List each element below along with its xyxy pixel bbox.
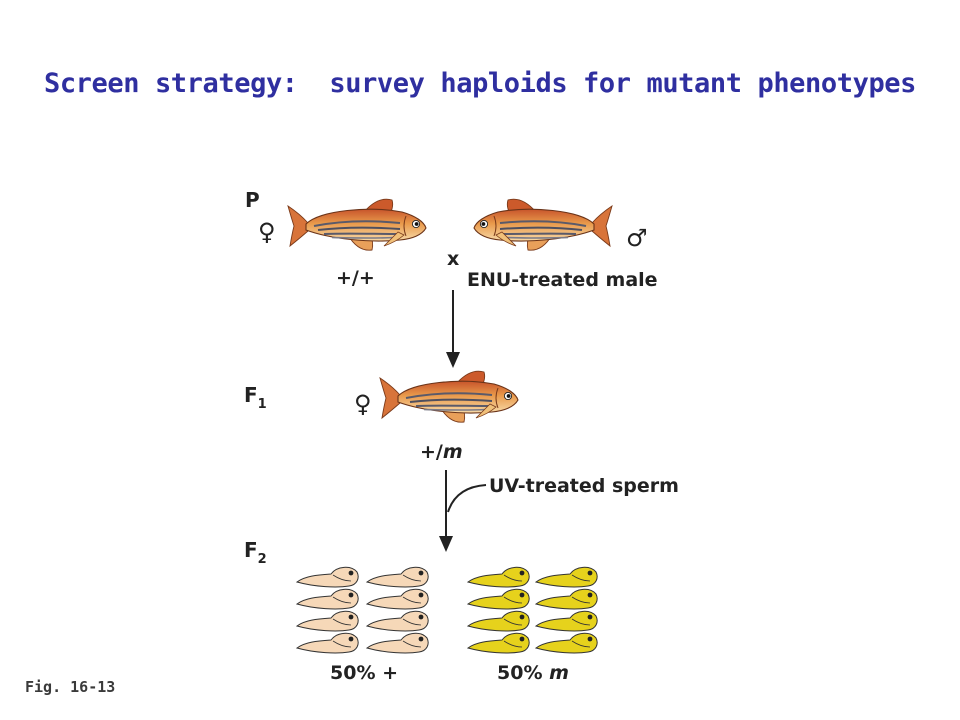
larva-mutant [535, 588, 598, 610]
larva-mutant [467, 588, 530, 610]
larva-wildtype [296, 632, 359, 654]
mutant-larvae-group [467, 566, 598, 654]
mutant-percent-label: 50% m [497, 662, 569, 684]
larva-mutant [535, 632, 598, 654]
larva-wildtype [296, 588, 359, 610]
uv-treated-sperm-label: UV-treated sperm [489, 475, 679, 497]
larva-wildtype [366, 632, 429, 654]
larva-wildtype [296, 566, 359, 588]
larva-wildtype [296, 610, 359, 632]
figure-label: Fig. 16-13 [25, 678, 116, 696]
enu-treated-male-label: ENU-treated male [467, 269, 658, 291]
uv-sperm-input-curve [447, 484, 487, 513]
wildtype-larvae-group [296, 566, 429, 654]
f1-female-symbol: ♀ [354, 390, 372, 418]
larva-wildtype [366, 588, 429, 610]
larva-mutant [467, 610, 530, 632]
generation-f1-label: F1 [244, 383, 267, 412]
generation-f2-label: F2 [244, 538, 267, 567]
larva-mutant [467, 566, 530, 588]
generation-p-label: P [245, 188, 260, 212]
f1-genotype-label: +/m [420, 441, 463, 463]
female-genotype-label: +/+ [336, 267, 375, 289]
larva-wildtype [366, 610, 429, 632]
larva-mutant [535, 566, 598, 588]
slide-title: Screen strategy: survey haploids for mut… [43, 68, 917, 99]
arrow-f1-to-f2-head [439, 536, 453, 552]
female-symbol: ♀ [258, 218, 276, 246]
male-symbol: ♂ [626, 224, 648, 252]
arrow-p-to-f1-head [446, 352, 460, 368]
p-female-fish [287, 198, 427, 252]
larva-wildtype [366, 566, 429, 588]
wildtype-percent-label: 50% + [330, 662, 398, 684]
larva-mutant [535, 610, 598, 632]
f1-female-fish [379, 370, 519, 424]
p-male-fish [473, 198, 613, 252]
cross-symbol: x [447, 248, 459, 270]
larva-mutant [467, 632, 530, 654]
